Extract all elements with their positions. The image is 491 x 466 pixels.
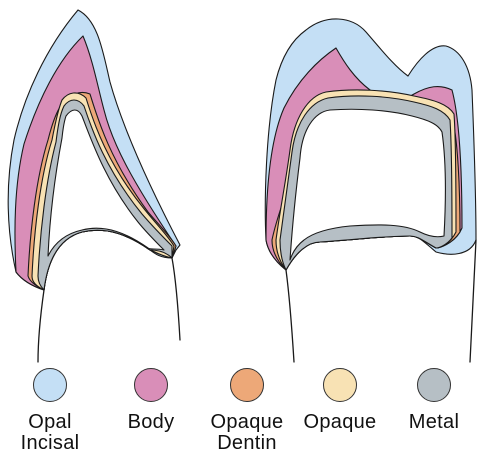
opaque-dentin-swatch (230, 368, 264, 402)
crown-layers-diagram (0, 0, 491, 370)
legend-label: Body (103, 412, 199, 433)
opal-incisal-swatch (33, 368, 67, 402)
legend-label: Opal Incisal (2, 412, 98, 454)
legend-label: Opaque Dentin (199, 412, 295, 454)
posterior-root-outline (286, 240, 476, 362)
legend-item-opaque: Opaque (292, 368, 388, 433)
anterior-crown (8, 10, 180, 362)
opaque-swatch (323, 368, 357, 402)
legend-item-opaque-dentin: Opaque Dentin (199, 368, 295, 454)
legend-item-opal-incisal: Opal Incisal (2, 368, 98, 454)
legend-label: Metal (386, 412, 482, 433)
legend-item-metal: Metal (386, 368, 482, 433)
anterior-root-outline (38, 258, 180, 362)
legend: Opal Incisal Body Opaque Dentin Opaque M… (0, 368, 491, 466)
legend-item-body: Body (103, 368, 199, 433)
body-swatch (134, 368, 168, 402)
posterior-crown (265, 19, 476, 362)
legend-label: Opaque (292, 412, 388, 433)
metal-swatch (417, 368, 451, 402)
